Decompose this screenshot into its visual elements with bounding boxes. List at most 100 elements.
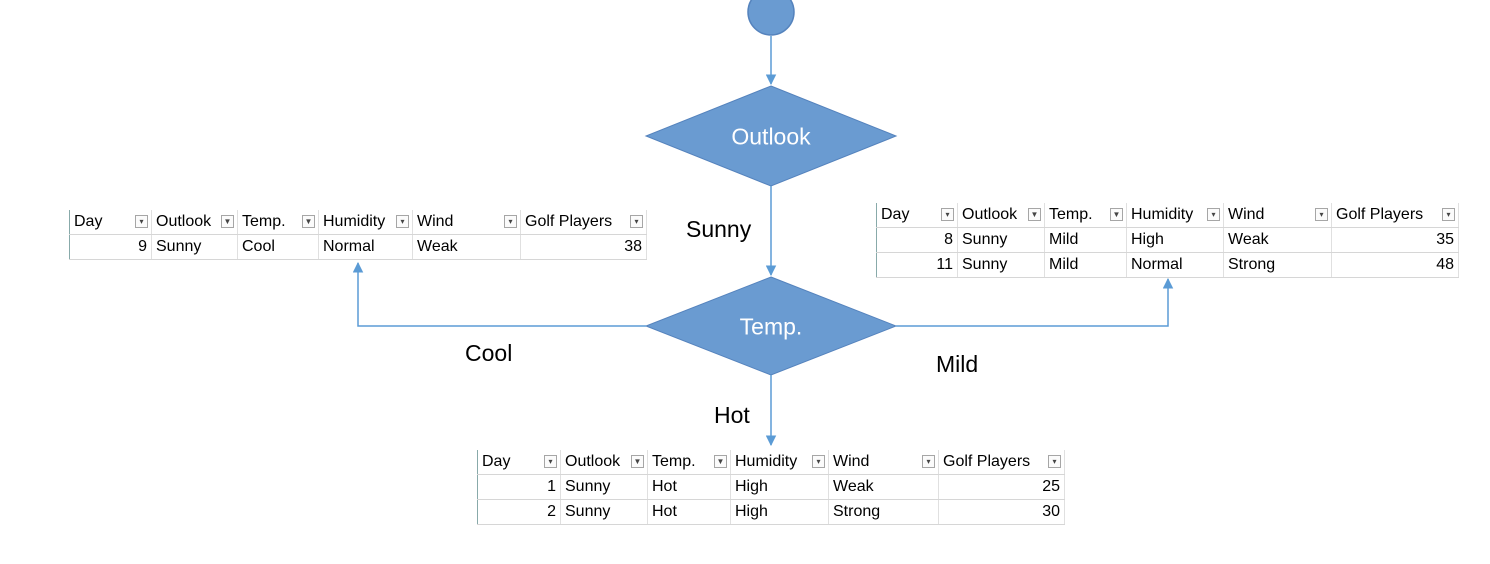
column-header-label: Wind [833,453,870,470]
filter-funnel-icon[interactable]: ▼ [302,215,315,228]
dropdown-arrow-icon[interactable]: ▾ [396,215,409,228]
column-header: Humidity ▾ [318,210,413,235]
column-header-label: Wind [417,213,454,230]
table-header-row: Day▾Outlook▼Temp.▼Humidity▾Wind▾Golf Pla… [876,203,1459,228]
table-cell[interactable]: Weak [412,234,521,260]
table-cell[interactable]: Sunny [957,252,1045,278]
column-header: Wind ▾ [828,450,939,475]
column-header: Golf Players ▾ [1331,203,1459,228]
table-cell[interactable]: Strong [1223,252,1332,278]
table-cell[interactable]: Sunny [151,234,238,260]
table-cell[interactable]: 25 [938,474,1065,500]
table-cell[interactable]: Weak [1223,227,1332,253]
edge-label-sunny: Sunny [686,216,752,242]
table-cell[interactable]: 38 [520,234,647,260]
dropdown-arrow-icon[interactable]: ▾ [1315,208,1328,221]
table-cell[interactable]: 9 [69,234,152,260]
table-header-row: Day▾Outlook▼Temp.▼Humidity▾Wind▾Golf Pla… [69,210,647,235]
column-header: Golf Players ▾ [520,210,647,235]
column-header-label: Humidity [735,453,798,470]
column-header-label: Golf Players [1336,206,1424,223]
column-header-label: Outlook [156,213,212,230]
table-cell[interactable]: Normal [318,234,413,260]
table-cell[interactable]: Hot [647,499,731,525]
column-header: Outlook ▼ [151,210,238,235]
table-cell[interactable]: 11 [876,252,958,278]
column-header-label: Humidity [1131,206,1194,223]
column-header: Temp. ▼ [237,210,319,235]
table-cell[interactable]: Weak [828,474,939,500]
table-cell[interactable]: Sunny [560,499,648,525]
table-cell[interactable]: 35 [1331,227,1459,253]
column-header: Humidity ▾ [1126,203,1224,228]
filter-funnel-icon[interactable]: ▼ [221,215,234,228]
column-header-label: Golf Players [943,453,1031,470]
dropdown-arrow-icon[interactable]: ▾ [504,215,517,228]
table-cell[interactable]: High [730,474,829,500]
column-header-label: Golf Players [525,213,613,230]
column-header: Day ▾ [69,210,152,235]
column-header-label: Outlook [565,453,621,470]
table-cell[interactable]: Cool [237,234,319,260]
table-cell[interactable]: Mild [1044,252,1127,278]
column-header: Day ▾ [876,203,958,228]
dropdown-arrow-icon[interactable]: ▾ [922,455,935,468]
table-header-row: Day▾Outlook▼Temp.▼Humidity▾Wind▾Golf Pla… [477,450,1065,475]
filter-funnel-icon[interactable]: ▼ [1028,208,1041,221]
column-header-label: Day [881,206,910,223]
column-header: Temp. ▼ [647,450,731,475]
table-cell[interactable]: 1 [477,474,561,500]
column-header-label: Day [74,213,103,230]
start-node [747,0,795,36]
dropdown-arrow-icon[interactable]: ▾ [1442,208,1455,221]
dropdown-arrow-icon[interactable]: ▾ [1207,208,1220,221]
column-header: Golf Players ▾ [938,450,1065,475]
column-header: Day ▾ [477,450,561,475]
cool-branch-table: Day▾Outlook▼Temp.▼Humidity▾Wind▾Golf Pla… [69,210,647,260]
temp-node-label: Temp. [739,313,803,340]
table-cell[interactable]: Sunny [560,474,648,500]
column-header-label: Humidity [323,213,386,230]
dropdown-arrow-icon[interactable]: ▾ [812,455,825,468]
dropdown-arrow-icon[interactable]: ▾ [630,215,643,228]
column-header: Wind ▾ [412,210,521,235]
table-cell[interactable]: High [1126,227,1224,253]
table-cell[interactable]: Mild [1044,227,1127,253]
dropdown-arrow-icon[interactable]: ▾ [941,208,954,221]
table-cell[interactable]: Hot [647,474,731,500]
dropdown-arrow-icon[interactable]: ▾ [544,455,557,468]
edge-label-mild: Mild [936,351,979,377]
column-header: Outlook▼ [957,203,1045,228]
table-cell[interactable]: 30 [938,499,1065,525]
table-cell[interactable]: High [730,499,829,525]
column-header-label: Wind [1228,206,1265,223]
column-header-label: Temp. [242,213,286,230]
dropdown-arrow-icon[interactable]: ▾ [1048,455,1061,468]
table-cell[interactable]: 48 [1331,252,1459,278]
table-cell[interactable]: Strong [828,499,939,525]
dropdown-arrow-icon[interactable]: ▾ [135,215,148,228]
table-cell[interactable]: Normal [1126,252,1224,278]
outlook-node-label: Outlook [731,123,811,150]
mild-branch-table: Day▾Outlook▼Temp.▼Humidity▾Wind▾Golf Pla… [876,203,1459,278]
edge-label-cool: Cool [465,340,513,366]
connector-cool [352,261,646,327]
column-header: Humidity ▾ [730,450,829,475]
table-cell[interactable]: 8 [876,227,958,253]
table-cell[interactable]: 2 [477,499,561,525]
column-header-label: Temp. [652,453,696,470]
filter-funnel-icon[interactable]: ▼ [1110,208,1123,221]
filter-funnel-icon[interactable]: ▼ [714,455,727,468]
column-header: Temp. ▼ [1044,203,1127,228]
column-header: Outlook ▼ [560,450,648,475]
column-header-label: Temp. [1049,206,1093,223]
hot-branch-table: Day▾Outlook▼Temp.▼Humidity▾Wind▾Golf Pla… [477,450,1065,525]
column-header-label: Day [482,453,511,470]
filter-funnel-icon[interactable]: ▼ [631,455,644,468]
table-cell[interactable]: Sunny [957,227,1045,253]
